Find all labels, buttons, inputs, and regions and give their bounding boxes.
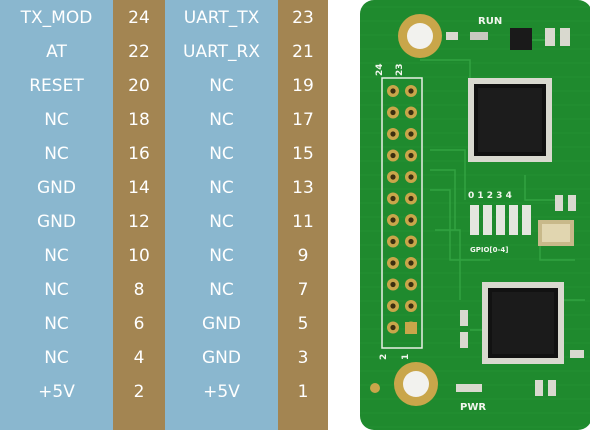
pinout-row: NC 18 NC 17: [0, 103, 328, 137]
signal-name-left: TX_MOD: [20, 8, 93, 28]
gpio-pad: [470, 205, 479, 235]
pinout-row: NC 10 NC 9: [0, 239, 328, 273]
pin-header-outline: [381, 77, 423, 349]
pin-number-right: 13: [292, 178, 314, 198]
pin-number-right: 17: [292, 110, 314, 130]
gpio-dip-pads: 0 1 2 3 4 GPIO[0-4]: [468, 191, 531, 254]
usb-controller-chip: [482, 282, 564, 364]
signal-name-left: NC: [44, 348, 69, 368]
pin-number-right: 23: [292, 8, 314, 28]
pin-number-right: 5: [297, 314, 309, 334]
signal-column-left: [0, 0, 113, 430]
pin-number-right: 11: [292, 212, 314, 232]
pinout-row: GND 12 NC 11: [0, 205, 328, 239]
pin-number-right: 19: [292, 76, 314, 96]
pinout-row: RESET 20 NC 19: [0, 69, 328, 103]
pin-number-left: 6: [133, 314, 145, 334]
pin-number-left: 10: [128, 246, 150, 266]
pin-number-left: 4: [133, 348, 145, 368]
signal-name-right: NC: [209, 246, 234, 266]
signal-name-right: GND: [202, 348, 241, 368]
pinout-row: +5V 2 +5V 1: [0, 375, 328, 409]
header-label-24: 24: [375, 63, 385, 76]
pin-number-left: 18: [128, 110, 150, 130]
signal-name-left: NC: [44, 314, 69, 334]
svg-text:0 1 2 3 4: 0 1 2 3 4: [468, 191, 512, 201]
gpio-label: GPIO[0-4]: [470, 246, 508, 254]
pin-number-right: 1: [297, 382, 309, 402]
signal-name-left: GND: [37, 178, 76, 198]
pin-number-right: 9: [297, 246, 309, 266]
signal-name-right: NC: [209, 178, 234, 198]
pwr-label: PWR: [460, 402, 486, 413]
signal-name-left: NC: [44, 110, 69, 130]
signal-name-right: NC: [209, 144, 234, 164]
pin-number-column-left: [113, 0, 165, 430]
via-pad: [370, 383, 380, 393]
signal-name-left: GND: [37, 212, 76, 232]
mounting-hole-top: [398, 14, 442, 58]
small-ic: [510, 28, 532, 50]
pcb-illustration: RUN 24 23 2 1 0 1 2 3 4 GPIO[0-4]: [360, 0, 590, 430]
header-pins: [387, 85, 417, 334]
gpio-pad: [483, 205, 492, 235]
pwr-led: [456, 384, 482, 392]
pin-number-right: 3: [297, 348, 309, 368]
gpio-pad: [522, 205, 531, 235]
crystal-oscillator: [538, 220, 574, 246]
signal-name-left: NC: [44, 246, 69, 266]
pin-number-left: 14: [128, 178, 150, 198]
pin-number-left: 16: [128, 144, 150, 164]
signal-column-right: [165, 0, 278, 430]
pinout-row: NC 6 GND 5: [0, 307, 328, 341]
pinout-row: NC 8 NC 7: [0, 273, 328, 307]
pin-number-right: 7: [297, 280, 309, 300]
signal-name-right: NC: [209, 212, 234, 232]
pin-number-left: 12: [128, 212, 150, 232]
signal-name-right: NC: [209, 110, 234, 130]
board-photo: RUN 24 23 2 1 0 1 2 3 4 GPIO[0-4]: [360, 0, 590, 430]
signal-name-left: +5V: [38, 382, 75, 402]
main-qfp-chip: [468, 78, 552, 162]
signal-name-left: NC: [44, 280, 69, 300]
signal-name-left: AT: [46, 42, 67, 62]
gpio-pad: [509, 205, 518, 235]
pinout-row: GND 14 NC 13: [0, 171, 328, 205]
signal-name-right: NC: [209, 280, 234, 300]
pinout-row: NC 16 NC 15: [0, 137, 328, 171]
mounting-hole-bottom: [394, 362, 438, 406]
pinout-row: NC 4 GND 3: [0, 341, 328, 375]
signal-name-right: NC: [209, 76, 234, 96]
pin-number-column-right: [278, 0, 328, 430]
signal-name-right: UART_TX: [183, 8, 260, 28]
gpio-pad: [496, 205, 505, 235]
run-label: RUN: [478, 16, 502, 27]
pin-number-left: 8: [133, 280, 145, 300]
header-label-23: 23: [395, 63, 405, 76]
pinout-row: TX_MOD 24 UART_TX 23: [0, 1, 328, 35]
pin-number-left: 20: [128, 76, 150, 96]
header-label-2: 2: [379, 354, 389, 360]
pin-number-left: 22: [128, 42, 150, 62]
header-label-1: 1: [401, 354, 411, 360]
pin-number-left: 24: [128, 8, 150, 28]
pin-number-left: 2: [133, 382, 145, 402]
pin-number-right: 21: [292, 42, 314, 62]
pin-number-right: 15: [292, 144, 314, 164]
pinout-row: AT 22 UART_RX 21: [0, 35, 328, 69]
signal-name-left: RESET: [29, 76, 84, 96]
signal-name-right: +5V: [203, 382, 240, 402]
run-led: [470, 32, 488, 40]
signal-name-right: UART_RX: [183, 42, 260, 62]
signal-name-right: GND: [202, 314, 241, 334]
signal-name-left: NC: [44, 144, 69, 164]
